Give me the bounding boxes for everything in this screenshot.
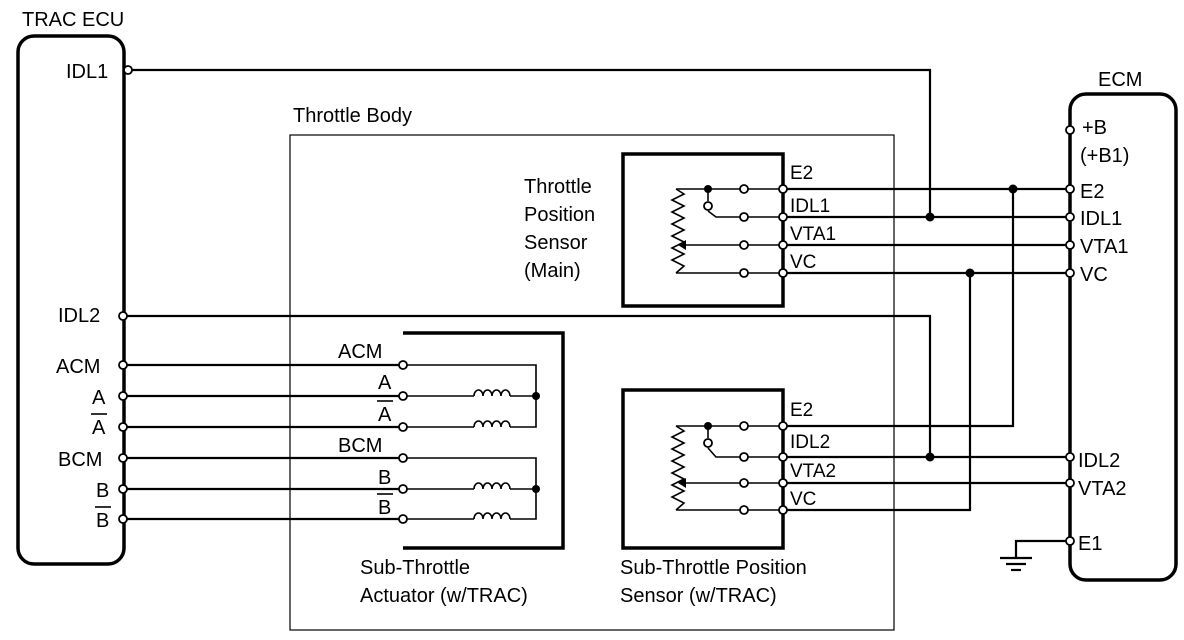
trac-pin-b: B (96, 480, 109, 502)
main-sensor-label-line-1: Throttle (524, 176, 592, 198)
terminals-ecm (1065, 125, 1075, 546)
ground-symbol (1000, 539, 1066, 572)
sub-sensor-label-line-1: Sub-Throttle Position (620, 557, 807, 579)
main-sensor-pin-vc: VC (790, 252, 816, 273)
coil-icon (473, 481, 511, 493)
terminals-actuator (398, 360, 408, 524)
ecm-pin-vta1: VTA1 (1080, 236, 1129, 258)
actuator-label-line-2: Actuator (w/TRAC) (360, 585, 528, 607)
actuator-pin-a-bar: A (378, 404, 392, 426)
trac-pin-a-bar: A (92, 417, 106, 439)
sub-sensor-pin-e2: E2 (790, 400, 813, 421)
actuator-internals (403, 364, 537, 520)
trac-ecu-box (16, 34, 126, 566)
main-sensor-label-line-2: Position (524, 204, 595, 226)
ecm-pin-plus-b: +B (1082, 117, 1107, 139)
main-sensor-pin-idl1: IDL1 (790, 196, 830, 217)
main-sensor-internals (670, 188, 783, 274)
ecm-box (1068, 92, 1178, 582)
terminals-main-sensor (703, 184, 788, 278)
trac-pin-bcm: BCM (58, 449, 102, 471)
junction-dots (532, 184, 1018, 493)
terminals-trac-ecu (118, 65, 133, 524)
ecm-title: ECM (1098, 69, 1142, 91)
sub-sensor-pin-vta2: VTA2 (790, 461, 836, 482)
actuator-label-line-1: Sub-Throttle (360, 557, 470, 579)
sub-sensor-internals (670, 425, 783, 511)
main-sensor-pin-e2: E2 (790, 163, 813, 184)
wires-sub-sensor (783, 455, 1066, 485)
terminals-sub-sensor (703, 421, 788, 515)
ecm-pin-vc: VC (1080, 264, 1108, 286)
main-sensor-label-line-4: (Main) (524, 260, 581, 282)
sub-sensor-label-line-2: Sensor (w/TRAC) (620, 585, 777, 607)
actuator-pin-bcm: BCM (338, 435, 382, 457)
trac-pin-b-bar: B (96, 510, 109, 532)
coil-icon (473, 511, 511, 523)
sub-sensor-pin-idl2: IDL2 (790, 432, 830, 453)
trac-pin-acm: ACM (56, 356, 100, 378)
sub-sensor-box (621, 388, 785, 550)
ecm-pin-plus-b1: (+B1) (1080, 145, 1129, 167)
ecm-pin-vta2: VTA2 (1078, 478, 1127, 500)
main-sensor-pin-vta1: VTA1 (790, 224, 836, 245)
wires-trac-ecu (123, 68, 932, 521)
ecm-pin-idl2: IDL2 (1078, 450, 1120, 472)
ecm-pin-idl1: IDL1 (1080, 208, 1122, 230)
actuator-pin-b: B (378, 467, 391, 489)
ecm-pin-e2: E2 (1080, 181, 1104, 203)
ecm-pin-e1: E1 (1078, 533, 1102, 555)
trac-pin-idl2: IDL2 (58, 305, 100, 327)
wires-main-sensor (783, 187, 1066, 512)
sub-sensor-pin-vc: VC (790, 489, 816, 510)
coil-icon (473, 419, 511, 431)
throttle-body-title: Throttle Body (293, 105, 412, 127)
actuator-box (403, 331, 565, 550)
actuator-pin-acm: ACM (338, 341, 382, 363)
trac-pin-idl1: IDL1 (66, 61, 108, 83)
main-sensor-label-line-3: Sensor (524, 232, 588, 254)
coil-icon (473, 388, 511, 400)
main-sensor-box (621, 152, 785, 308)
trac-ecu-title: TRAC ECU (22, 9, 124, 31)
trac-pin-a: A (92, 387, 106, 409)
actuator-pin-a: A (378, 372, 392, 394)
actuator-pin-b-bar: B (378, 497, 391, 519)
throttle-body-box (289, 134, 895, 631)
